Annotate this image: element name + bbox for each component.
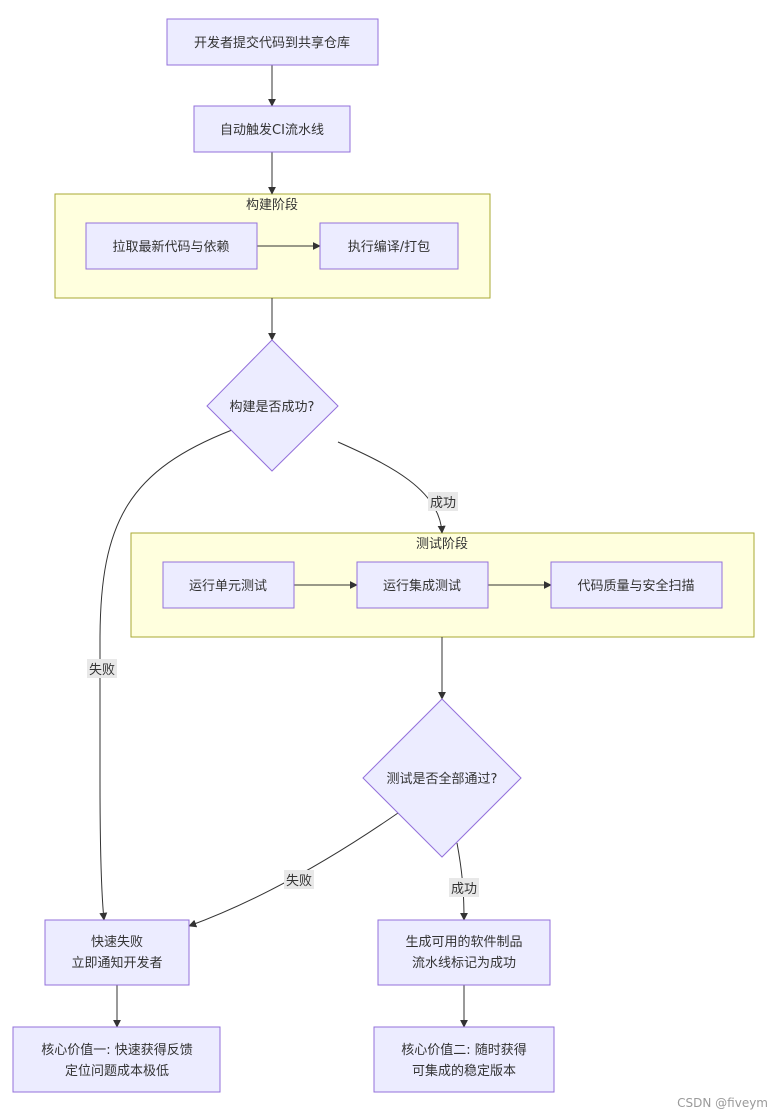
svg-text:代码质量与安全扫描: 代码质量与安全扫描 — [577, 578, 694, 594]
svg-text:构建是否成功?: 构建是否成功? — [230, 400, 315, 415]
node-trigger-ci: 自动触发CI流水线 — [193, 105, 351, 153]
svg-text:测试是否全部通过?: 测试是否全部通过? — [387, 771, 498, 787]
svg-text:可集成的稳定版本: 可集成的稳定版本 — [412, 1063, 516, 1079]
node-test-decision: 测试是否全部通过? — [362, 698, 522, 858]
svg-text:定位问题成本极低: 定位问题成本极低 — [65, 1064, 169, 1079]
node-value-one: 核心价值一: 快速获得反馈 定位问题成本极低 — [12, 1026, 221, 1093]
node-unit-test: 运行单元测试 — [162, 561, 295, 609]
svg-text:运行集成测试: 运行集成测试 — [383, 578, 461, 594]
node-pull-code: 拉取最新代码与依赖 — [85, 222, 258, 270]
edge-build-success — [337, 441, 446, 534]
node-build-decision: 构建是否成功? — [206, 339, 339, 472]
node-quality-scan: 代码质量与安全扫描 — [550, 561, 723, 609]
svg-text:自动触发CI流水线: 自动触发CI流水线 — [220, 122, 324, 138]
watermark-text: CSDN @fiveym — [677, 1096, 768, 1110]
node-value-two: 核心价值二: 随时获得 可集成的稳定版本 — [373, 1026, 555, 1093]
edge-label-build-success: 成功 — [428, 492, 458, 511]
node-compile: 执行编译/打包 — [319, 222, 459, 270]
node-integration-test: 运行集成测试 — [356, 561, 489, 609]
svg-text:流水线标记为成功: 流水线标记为成功 — [412, 956, 516, 971]
edge-test-fail — [188, 812, 399, 928]
edge-label-build-fail: 失败 — [87, 659, 117, 678]
svg-text:生成可用的软件制品: 生成可用的软件制品 — [405, 934, 522, 950]
node-fail-fast: 快速失败 立即通知开发者 — [44, 919, 190, 986]
edge-build-fail — [99, 429, 233, 921]
svg-text:成功: 成功 — [430, 496, 456, 511]
svg-text:快速失败: 快速失败 — [91, 935, 143, 950]
svg-text:核心价值一: 快速获得反馈: 核心价值一: 快速获得反馈 — [41, 1042, 193, 1058]
svg-text:失败: 失败 — [286, 874, 312, 889]
edge-label-test-success: 成功 — [449, 878, 479, 897]
cluster-build-stage-title: 构建阶段 — [246, 198, 298, 213]
svg-text:拉取最新代码与依赖: 拉取最新代码与依赖 — [112, 239, 229, 255]
node-commit: 开发者提交代码到共享仓库 — [166, 18, 379, 66]
svg-text:运行单元测试: 运行单元测试 — [189, 579, 267, 594]
svg-text:执行编译/打包: 执行编译/打包 — [348, 240, 430, 255]
edge-label-test-fail: 失败 — [284, 870, 314, 889]
svg-text:立即通知开发者: 立即通知开发者 — [71, 955, 162, 971]
cluster-test-stage-title: 测试阶段 — [416, 537, 468, 552]
node-artifact: 生成可用的软件制品 流水线标记为成功 — [377, 919, 551, 986]
svg-text:开发者提交代码到共享仓库: 开发者提交代码到共享仓库 — [194, 35, 350, 51]
svg-text:失败: 失败 — [89, 663, 115, 678]
svg-text:核心价值二: 随时获得: 核心价值二: 随时获得 — [401, 1042, 527, 1058]
svg-text:成功: 成功 — [451, 882, 477, 897]
